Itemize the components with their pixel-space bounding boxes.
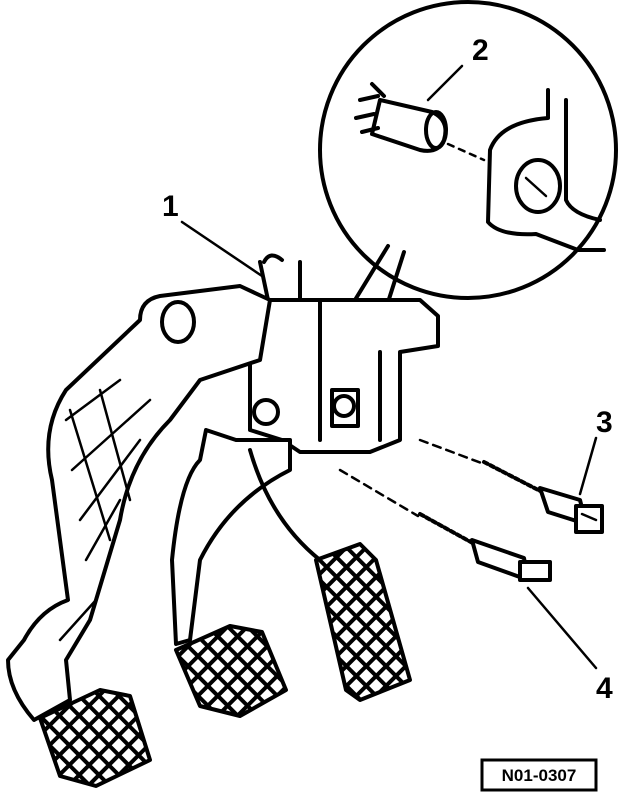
callout-2: 2 (472, 34, 489, 67)
callout-leaders (180, 64, 598, 670)
callout-3: 3 (596, 406, 613, 439)
accelerator-pedal (248, 448, 412, 702)
switch-3 (418, 438, 604, 534)
reference-code: N01-0307 (502, 766, 577, 785)
leader-2 (426, 64, 464, 102)
callout-4: 4 (596, 672, 613, 705)
switch-4 (338, 468, 552, 582)
leader-3 (578, 436, 598, 496)
connector-clip (354, 82, 486, 162)
leader-4 (526, 586, 598, 670)
brake-pedal (170, 428, 292, 718)
clutch-pedal (6, 284, 272, 788)
leader-1 (180, 220, 264, 278)
pedal-bracket (246, 253, 440, 454)
reference-code-box: N01-0307 (480, 758, 598, 792)
callout-1: 1 (162, 190, 179, 223)
